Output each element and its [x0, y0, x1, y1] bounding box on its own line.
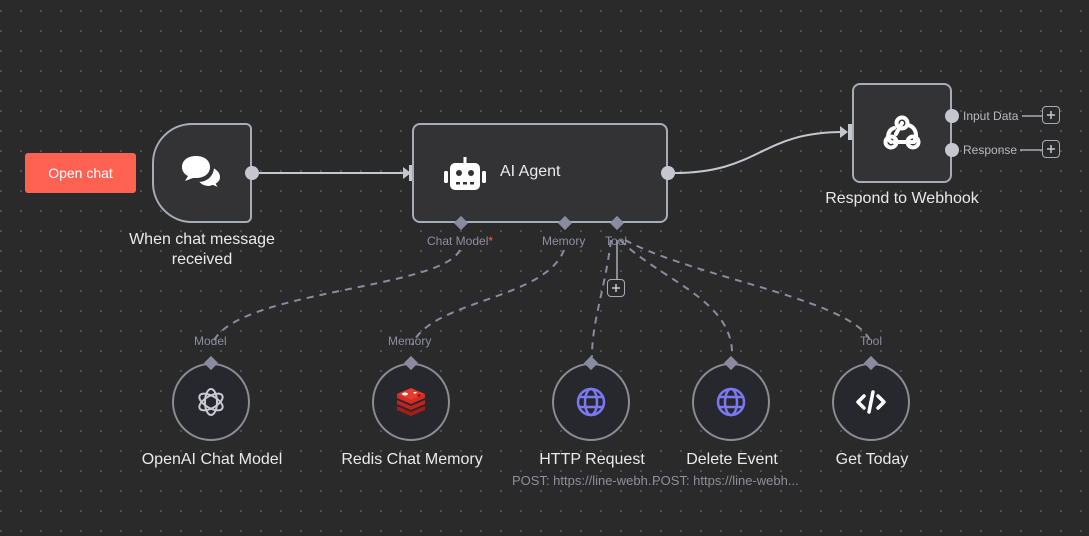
redis-chat-memory-label: Redis Chat Memory: [341, 451, 483, 468]
chat-model-port-label: Chat Model*: [427, 234, 493, 248]
plus-icon: [612, 284, 620, 292]
webhook-icon: [883, 115, 921, 150]
respond-webhook-label: Respond to Webhook: [825, 190, 979, 207]
memory-sub-port-label: Memory: [388, 334, 432, 348]
node-respond-webhook[interactable]: [852, 83, 952, 183]
http-request-subtitle: POST: https://line-webh...: [512, 473, 659, 488]
plus-icon: [1047, 145, 1055, 153]
chat-trigger-label: When chat message received: [112, 230, 292, 270]
chat-model-port-text: Chat Model: [427, 234, 489, 248]
code-icon: [856, 390, 886, 414]
edge-arrow-webhook: [840, 126, 848, 138]
globe-icon: [716, 387, 746, 417]
output-port-input-data[interactable]: [945, 109, 959, 123]
edge-memory-link: [411, 249, 565, 346]
edge-agent-to-webhook: [673, 131, 844, 174]
http-request-label: HTTP Request: [539, 451, 645, 468]
tool-port-label: Tool: [605, 234, 628, 248]
delete-event-label: Delete Event: [686, 451, 778, 468]
globe-icon: [576, 387, 606, 417]
edge-tool-delete: [619, 239, 734, 358]
response-port-label: Response: [963, 143, 1018, 157]
chat-bubbles-icon: [182, 156, 223, 192]
input-data-port-label: Input Data: [963, 109, 1019, 123]
node-ai-agent[interactable]: AI Agent: [412, 123, 668, 223]
output-port-chat-trigger[interactable]: [245, 166, 259, 180]
output-port-response[interactable]: [945, 143, 959, 157]
robot-icon: [444, 157, 486, 190]
redis-icon: [397, 388, 425, 416]
delete-event-subtitle: POST: https://line-webh...: [652, 473, 799, 488]
chat-trigger-label-line1: When chat message: [129, 231, 275, 248]
edge-tool-gettoday: [624, 239, 873, 346]
output-port-ai-agent[interactable]: [661, 166, 675, 180]
add-response-button[interactable]: [1042, 140, 1060, 158]
node-openai-chat-model[interactable]: [172, 363, 250, 441]
open-chat-button[interactable]: Open chat: [25, 153, 136, 193]
input-port-respond-webhook[interactable]: [848, 124, 855, 140]
tool-sub-port-label: Tool: [860, 334, 883, 348]
model-port-label: Model: [194, 334, 227, 348]
open-chat-label: Open chat: [48, 165, 113, 181]
add-input-data-button[interactable]: [1042, 106, 1060, 124]
edge-tool-http: [591, 239, 612, 358]
plus-icon: [1047, 111, 1055, 119]
node-delete-event[interactable]: [692, 363, 770, 441]
ai-agent-label: AI Agent: [500, 163, 561, 180]
get-today-label: Get Today: [835, 451, 909, 468]
chat-trigger-label-line2: received: [171, 251, 233, 268]
memory-port-label: Memory: [542, 234, 586, 248]
node-redis-chat-memory[interactable]: [372, 363, 450, 441]
openai-chat-model-label: OpenAI Chat Model: [141, 451, 283, 468]
node-chat-trigger[interactable]: [152, 123, 252, 223]
node-get-today[interactable]: [832, 363, 910, 441]
node-http-request[interactable]: [552, 363, 630, 441]
required-marker: *: [488, 234, 494, 248]
add-tool-button[interactable]: [607, 279, 625, 297]
openai-icon: [198, 388, 224, 416]
